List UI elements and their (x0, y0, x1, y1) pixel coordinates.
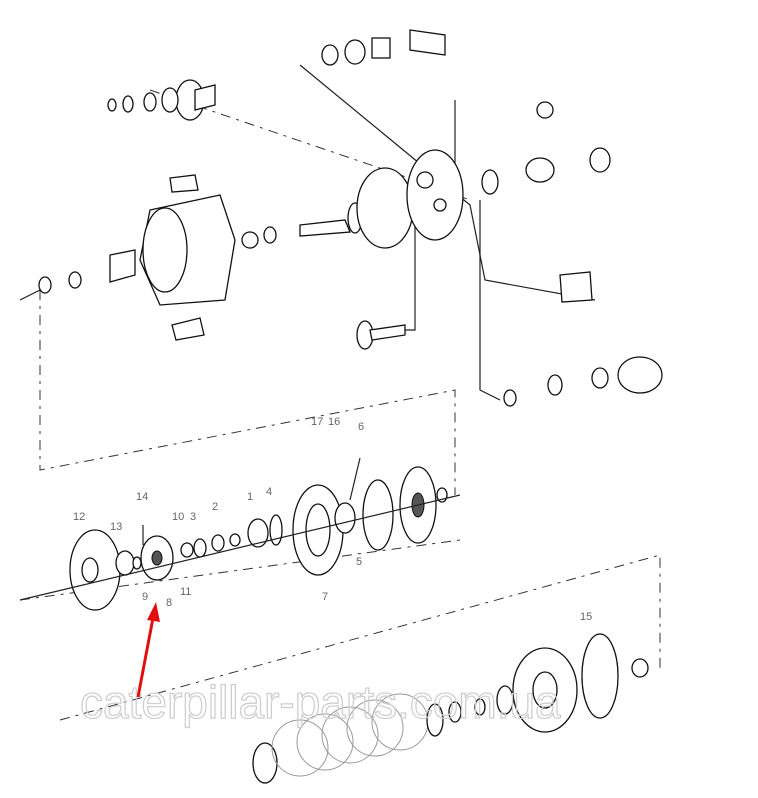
label-part-7: 7 (322, 591, 328, 603)
lower-assembly (252, 633, 649, 784)
label-part-11: 11 (180, 586, 191, 598)
part-3 (193, 538, 207, 558)
label-part-1: 1 (247, 491, 253, 503)
label-part-14: 14 (136, 491, 148, 503)
label-part-4: 4 (266, 486, 272, 498)
upper-assembly (38, 29, 663, 407)
part-4 (269, 514, 283, 546)
watermark: caterpillar-parts.com.ua (80, 676, 561, 728)
label-part-16: 16 (328, 416, 340, 428)
label-part-6: 6 (358, 421, 364, 433)
label-part-12: 12 (73, 511, 85, 523)
label-part-13: 13 (110, 521, 122, 533)
label-part-17: 17 (311, 416, 323, 428)
label-part-9: 9 (142, 591, 148, 603)
part-15 (581, 633, 619, 719)
part-10 (180, 542, 194, 558)
part-5 (334, 502, 356, 534)
assembly-lines (19, 64, 661, 721)
part-1 (247, 518, 269, 548)
label-part-3: 3 (190, 511, 196, 523)
part-13 (115, 550, 135, 576)
part-9 (132, 556, 142, 570)
part-labels: 1 2 3 4 5 6 7 8 9 10 11 12 13 14 15 16 1… (73, 416, 592, 623)
middle-assembly (19, 457, 461, 611)
label-part-2: 2 (212, 501, 218, 513)
label-part-15: 15 (580, 611, 592, 623)
highlight-arrow (136, 602, 160, 698)
label-part-8: 8 (166, 597, 172, 609)
label-part-10: 10 (172, 511, 184, 523)
label-part-5: 5 (356, 556, 362, 568)
